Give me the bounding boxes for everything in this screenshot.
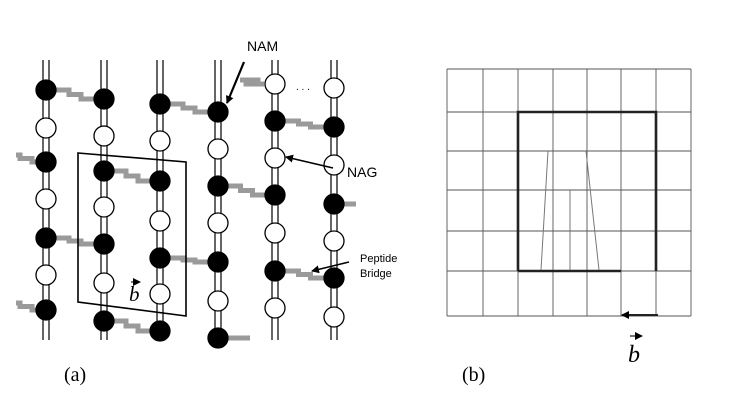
nam-sugar-bead [264, 110, 286, 132]
nag-sugar-bead [323, 306, 345, 328]
peptide-bridge [285, 118, 324, 130]
nam-sugar-bead [323, 267, 345, 289]
peptide-bridge [16, 152, 36, 165]
panel-b-vector-b-label: b [628, 342, 640, 368]
panel-a-cell-wall-lattice: . . . NAM NAG Peptide Bridge b (a) [16, 38, 397, 386]
glycan-strands [35, 60, 345, 349]
continuation-dots: . . . [296, 82, 310, 93]
grid-lines [446, 68, 692, 317]
nam-sugar-bead [207, 175, 229, 197]
peptide-bridge [240, 77, 264, 87]
nam-sugar-bead [149, 320, 171, 342]
peptide-bridge [56, 235, 94, 247]
nam-sugar-bead [35, 227, 57, 249]
nam-sugar-bead [93, 160, 115, 182]
nam-sugar-bead [35, 151, 57, 173]
nam-sugar-bead [207, 101, 229, 123]
panel-b-grid-schematic: b (b) [446, 68, 692, 386]
nam-sugar-bead [323, 193, 345, 215]
nam-sugar-bead [207, 251, 229, 273]
panel-a-caption: (a) [64, 364, 86, 386]
unit-cell-outline [77, 152, 187, 317]
bold-unit-outline [516, 110, 658, 271]
glycan-strand [149, 60, 171, 342]
glycan-strand [35, 60, 57, 340]
peptide-bridge [16, 300, 36, 313]
glycan-strand [93, 60, 115, 340]
nag-sugar-bead [149, 130, 171, 152]
glycan-strand [207, 60, 229, 349]
nam-sugar-bead [93, 88, 115, 110]
nag-label: NAG [347, 164, 377, 180]
peptide-bridge [170, 255, 208, 265]
peptide-bridge-label-line2: Bridge [360, 268, 392, 280]
nag-sugar-bead [93, 272, 115, 294]
nam-sugar-bead [149, 247, 171, 269]
nag-sugar-bead [264, 73, 286, 95]
nag-sugar-bead [323, 230, 345, 252]
nam-sugar-bead [35, 299, 57, 321]
nag-sugar-bead [264, 147, 286, 169]
nag-sugar-bead [207, 138, 229, 160]
nag-sugar-bead [323, 77, 345, 99]
nam-sugar-bead [149, 170, 171, 192]
nag-sugar-bead [207, 290, 229, 312]
nag-sugar-bead [93, 125, 115, 147]
peptide-bridge [228, 183, 265, 198]
nag-sugar-bead [264, 297, 286, 319]
peptide-bridge [114, 168, 150, 184]
nag-sugar-bead [149, 283, 171, 305]
nam-sugar-bead [264, 184, 286, 206]
nag-pointer-arrow [285, 154, 334, 169]
glycan-strand [264, 60, 286, 340]
panel-b-caption: (b) [462, 364, 485, 386]
nag-sugar-bead [35, 188, 57, 210]
nam-sugar-bead [149, 93, 171, 115]
peptide-bridge-pointer-arrow [311, 261, 350, 274]
nag-sugar-bead [323, 154, 345, 176]
nag-sugar-bead [149, 210, 171, 232]
nam-sugar-bead [323, 116, 345, 138]
nam-sugar-bead [207, 327, 229, 349]
nag-sugar-bead [264, 222, 286, 244]
peptide-bridges [16, 77, 356, 341]
nag-sugar-bead [35, 117, 57, 139]
panel-a-vector-b-label: b [129, 282, 140, 306]
peptide-bridge [114, 318, 150, 334]
inner-trapezoid [540, 150, 600, 271]
nag-sugar-bead [207, 212, 229, 234]
nam-sugar-bead [264, 260, 286, 282]
nam-sugar-bead [93, 310, 115, 332]
nag-sugar-bead [93, 196, 115, 218]
peptide-bridge [56, 87, 94, 102]
nag-sugar-bead [35, 264, 57, 286]
nam-label: NAM [247, 38, 278, 54]
nam-pointer-arrow [225, 61, 246, 104]
peptide-bridge [170, 101, 208, 115]
nam-sugar-bead [93, 233, 115, 255]
glycan-strand [323, 60, 345, 340]
peptide-bridge [285, 268, 324, 281]
peptide-bridge-label-line1: Peptide [360, 253, 397, 265]
nam-sugar-bead [35, 79, 57, 101]
